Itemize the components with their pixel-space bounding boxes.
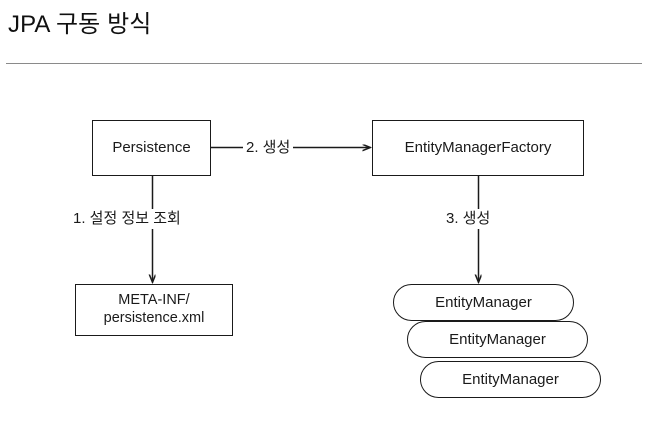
node-persistence[interactable]: Persistence [92, 120, 211, 176]
node-meta-inf-persistence-xml[interactable]: META-INF/ persistence.xml [75, 284, 233, 336]
node-entity-manager-2[interactable]: EntityManager [407, 321, 588, 358]
page-title: JPA 구동 방식 [8, 11, 152, 38]
edge-label-3-create: 3. 생성 [443, 209, 494, 229]
title-divider [6, 63, 642, 64]
edge-label-2-create: 2. 생성 [243, 138, 294, 158]
node-entity-manager-1[interactable]: EntityManager [393, 284, 574, 321]
node-entity-manager-3[interactable]: EntityManager [420, 361, 601, 398]
node-entity-manager-factory[interactable]: EntityManagerFactory [372, 120, 584, 176]
edge-label-1-read-config: 1. 설정 정보 조회 [70, 209, 184, 229]
